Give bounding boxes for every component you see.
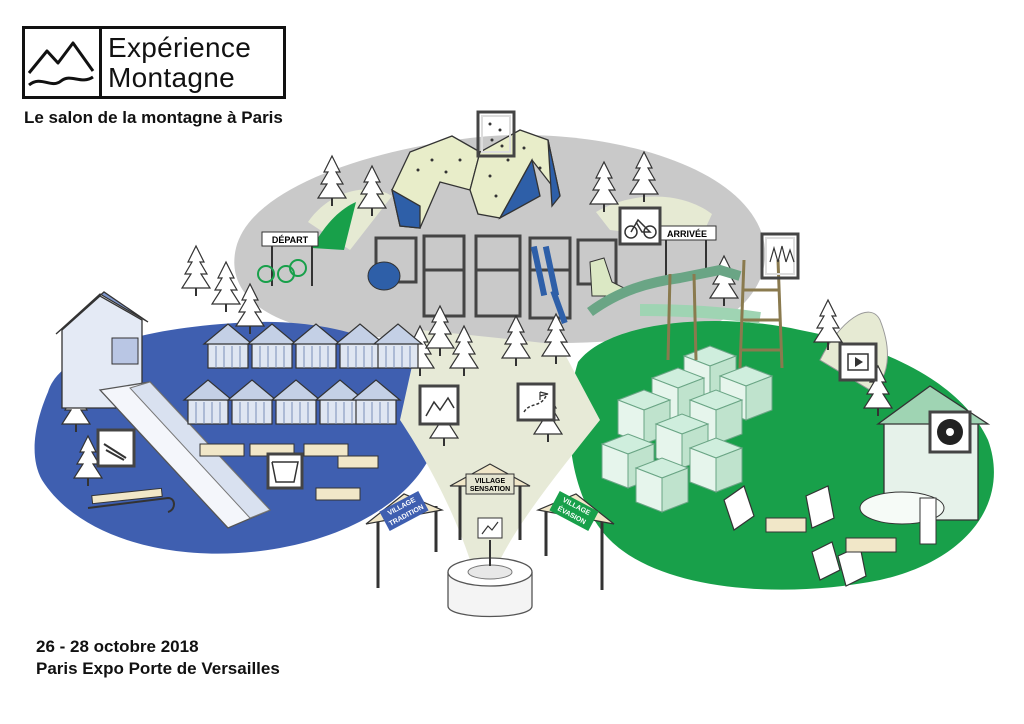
logo-line-2: Montagne (108, 61, 235, 93)
sled-icon (96, 428, 136, 468)
big-chalet (55, 291, 149, 409)
tagline: Le salon de la montagne à Paris (24, 108, 283, 127)
event-dates: 26 - 28 octobre 2018 (36, 637, 199, 656)
skis (530, 245, 568, 325)
arrivee-label: ARRIVÉE (667, 229, 707, 239)
lounge-tables (765, 517, 897, 553)
logo-text: Expérience Montagne (102, 29, 283, 96)
deck-chairs (723, 485, 867, 587)
lookout-tower (666, 259, 784, 369)
depart-label: DÉPART (272, 235, 309, 245)
village-sensation-gate: VILLAGE SENSATION (449, 463, 531, 540)
village-sensation-line2: SENSATION (470, 486, 510, 493)
climbing-wall-icon (476, 110, 516, 158)
event-venue: Paris Expo Porte de Versailles (36, 659, 280, 678)
central-plinth (447, 517, 533, 618)
event-info: 26 - 28 octobre 2018 Paris Expo Porte de… (36, 636, 280, 680)
video-icon (838, 342, 878, 382)
food-icon (266, 452, 304, 490)
logo: Expérience Montagne (22, 26, 286, 99)
map-icon (418, 384, 460, 426)
bike-icon (618, 206, 662, 246)
gear-bag (367, 261, 401, 291)
trail-icon (516, 382, 556, 422)
depart-sign: DÉPART (257, 231, 319, 286)
forest-icon (760, 232, 800, 280)
village-sensation-line1: VILLAGE (475, 478, 506, 485)
logo-line-1: Expérience (108, 31, 252, 63)
village-evasion-gate: VILLAGE ÉVASION (535, 490, 615, 590)
rope-bridge (587, 264, 761, 324)
info-map-icon (481, 521, 499, 535)
sled (87, 487, 175, 513)
music-icon (928, 410, 972, 454)
mountain-logo-icon (25, 29, 102, 96)
